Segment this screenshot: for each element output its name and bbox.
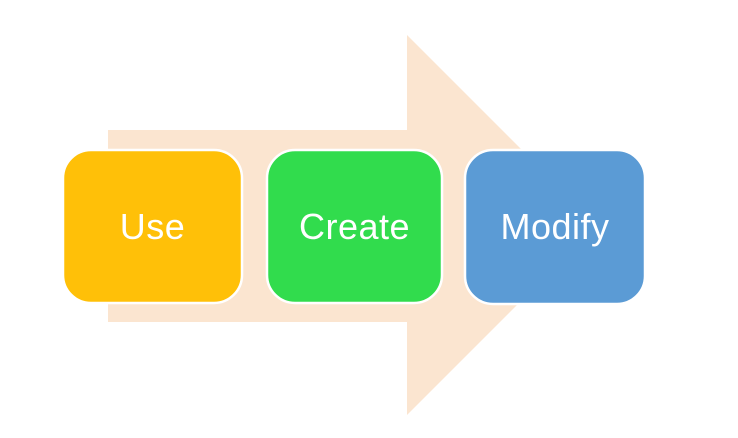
step-box-create: Create [265, 148, 444, 305]
step-box-modify: Modify [463, 148, 647, 306]
step-box-use: Use [61, 148, 244, 305]
create-box-label: Create [299, 206, 410, 247]
use-box-shape [61, 148, 244, 305]
use-box-label: Use [120, 206, 186, 247]
create-box-shape [265, 148, 444, 305]
modify-box-shape [463, 148, 647, 306]
modify-box-label: Modify [500, 206, 609, 247]
